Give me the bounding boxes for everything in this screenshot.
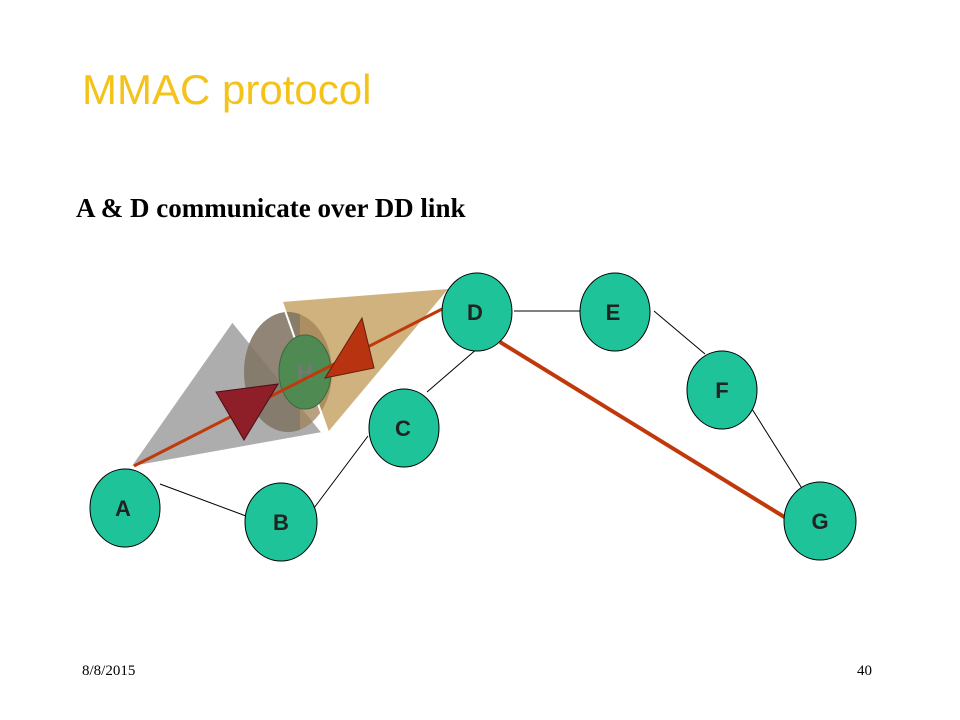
link-c-d bbox=[426, 347, 479, 393]
node-f-circle bbox=[686, 350, 758, 430]
node-a-circle bbox=[89, 468, 161, 548]
slide-title: MMAC protocol bbox=[82, 66, 372, 113]
arrow-toward-a bbox=[215, 383, 279, 441]
dd-link-d-g bbox=[498, 340, 788, 520]
node-b-label: B bbox=[273, 510, 289, 535]
node-c-circle bbox=[368, 388, 440, 468]
footer-date: 8/8/2015 bbox=[82, 663, 136, 679]
dd-link-a-d bbox=[133, 304, 449, 468]
node-e: E bbox=[579, 272, 651, 352]
link-e-f bbox=[653, 310, 706, 355]
link-a-b bbox=[159, 483, 247, 517]
node-h: H bbox=[278, 334, 332, 410]
node-e-circle bbox=[579, 272, 651, 352]
node-d: D bbox=[441, 272, 513, 352]
node-b: B bbox=[244, 482, 318, 562]
node-g: G bbox=[783, 481, 857, 561]
node-g-label: G bbox=[811, 509, 828, 534]
node-a: A bbox=[89, 468, 161, 548]
node-b-circle bbox=[244, 482, 318, 562]
node-e-label: E bbox=[606, 300, 621, 325]
link-b-c bbox=[313, 435, 369, 509]
link-f-g bbox=[751, 408, 804, 491]
node-a-label: A bbox=[115, 496, 131, 521]
slide-subtitle: A & D communicate over DD link bbox=[76, 193, 466, 223]
node-h-label: H bbox=[297, 360, 313, 385]
node-f: F bbox=[686, 350, 758, 430]
arrow-toward-d bbox=[323, 316, 375, 379]
links bbox=[159, 310, 804, 517]
node-d-label: D bbox=[467, 300, 483, 325]
node-f-label: F bbox=[715, 378, 728, 403]
node-g-circle bbox=[783, 481, 857, 561]
node-c-label: C bbox=[395, 416, 411, 441]
page-number: 40 bbox=[857, 663, 872, 679]
node-d-circle bbox=[441, 272, 513, 352]
node-c: C bbox=[368, 388, 440, 468]
